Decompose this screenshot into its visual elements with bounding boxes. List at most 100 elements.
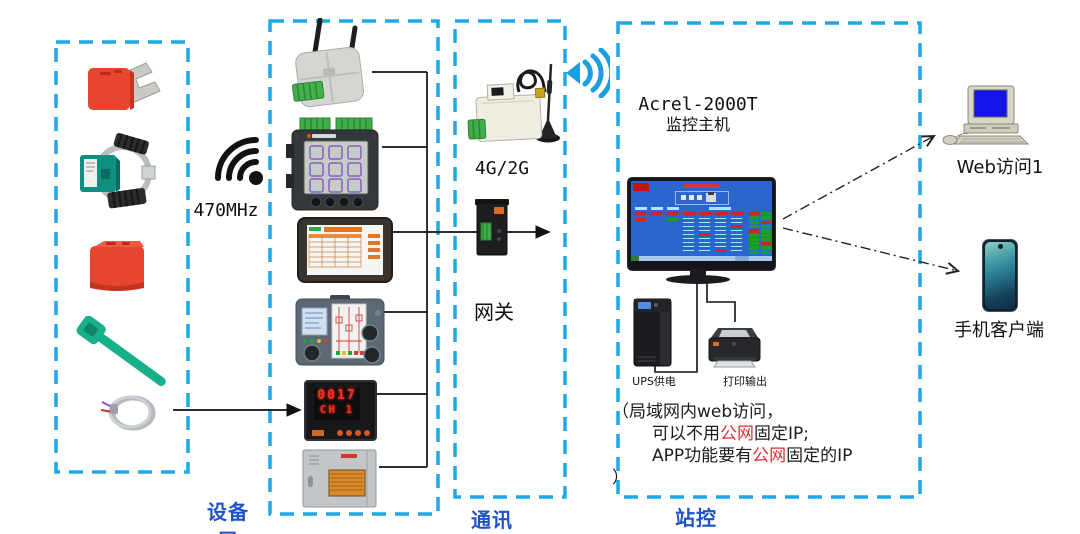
- scada-pixel: [715, 230, 726, 232]
- cable-tie-sensor: [76, 316, 166, 386]
- cellular-label: 4G/2G: [474, 158, 530, 179]
- host-title: Acrel-2000T: [638, 94, 758, 115]
- scada-pixel: [731, 230, 742, 232]
- ups-tower: [633, 298, 672, 367]
- scada-pixel: [749, 229, 759, 233]
- scada-pixel: [667, 207, 679, 210]
- note-line3: APP功能要有公网固定的IP: [652, 446, 853, 466]
- scada-pixel: [699, 230, 710, 232]
- ups-label: UPS供电: [632, 375, 676, 388]
- scada-pixel: [699, 242, 710, 244]
- scada-pixel: [635, 212, 646, 215]
- wall-mounted-monitor-box: [302, 449, 377, 508]
- scada-pixel: [699, 233, 710, 236]
- device-layer-box: [54, 40, 190, 474]
- note-line2: 可以不用公网固定IP;: [652, 424, 809, 444]
- scada-pixel: [761, 233, 771, 237]
- scada-pixel: [697, 195, 702, 200]
- scada-pixel: [683, 246, 694, 248]
- scada-pixel: [706, 193, 716, 202]
- clamp-ct-sensor: [80, 133, 156, 209]
- scada-pixel: [715, 246, 726, 248]
- smartphone-screen: [985, 242, 1015, 309]
- scada-pixel: [681, 195, 686, 200]
- scada-pixel: [731, 238, 742, 240]
- wifi-signal-blue-icon: [566, 48, 610, 98]
- scada-pixel: [715, 238, 726, 240]
- scada-pixel: [715, 212, 728, 215]
- temperature-probe-coil: [100, 395, 156, 431]
- multifunction-power-meter: [286, 117, 379, 211]
- scada-pixel: [715, 218, 726, 220]
- scada-pixel: [715, 222, 726, 224]
- scada-pixel: [699, 222, 710, 224]
- scada-pixel: [631, 256, 639, 261]
- scada-pixel: [761, 216, 771, 220]
- web-client-label: Web访问1: [956, 157, 1044, 178]
- scada-pixel: [651, 207, 663, 210]
- device-layer-label: 设备层: [207, 500, 249, 534]
- smartphone-camera: [998, 244, 1003, 249]
- scada-pixel: [683, 184, 719, 188]
- scada-pixel: [749, 242, 759, 246]
- scada-pixel: [699, 246, 710, 248]
- freq-label: 470MHz: [193, 200, 259, 221]
- scada-pixel: [699, 250, 710, 252]
- scada-pixel: [635, 207, 647, 210]
- comm-layer-box: [453, 19, 567, 499]
- scada-screen: [631, 181, 772, 261]
- scada-pixel: [731, 212, 744, 215]
- scada-pixel: [683, 238, 694, 240]
- station-layer-box: [616, 21, 922, 499]
- edge-gateway-module: [475, 199, 509, 256]
- scada-pixel: [683, 226, 694, 228]
- scada-pixel: [683, 230, 694, 232]
- scada-pixel: [731, 222, 742, 224]
- host-peripheral-lines: [654, 283, 736, 373]
- scada-pixel: [749, 237, 759, 242]
- meter-group-box: [268, 19, 440, 516]
- scada-pixel: [735, 256, 749, 261]
- wifi-470mhz-icon: [215, 137, 263, 185]
- scada-pixel: [709, 207, 731, 210]
- access-note: （局域网内web访问， 可以不用公网固定IP; APP功能要有公网固定的IP ）: [612, 401, 912, 489]
- host-subtitle: 监控主机: [665, 115, 730, 134]
- scada-pixel: [715, 242, 726, 244]
- scada-pixel: [749, 233, 759, 237]
- scada-pixel: [761, 220, 771, 224]
- scada-pixel: [683, 222, 694, 224]
- scada-pixel: [633, 183, 649, 191]
- gateway-label: 网关: [474, 300, 514, 324]
- wireless-gateway-device: [292, 18, 365, 108]
- scada-pixel: [749, 250, 759, 255]
- smartphone: [982, 239, 1018, 312]
- meter-buttons: [337, 430, 371, 436]
- led-line2: CH 1: [319, 403, 355, 416]
- scada-pixel: [699, 218, 710, 220]
- station-layer-label: 站控层: [675, 506, 717, 530]
- monitor-base: [666, 275, 730, 284]
- scada-pixel: [749, 212, 759, 216]
- scada-pixel: [699, 212, 712, 215]
- touchscreen-display: [297, 217, 393, 283]
- scada-pixel: [683, 234, 694, 236]
- scada-pixel: [731, 246, 742, 248]
- note-line4: ）: [612, 468, 629, 488]
- scada-pixel: [749, 224, 759, 229]
- scada-pixel: [708, 192, 714, 195]
- scada-pixel: [731, 234, 742, 236]
- scada-pixel: [715, 234, 726, 236]
- desktop-computer: [942, 85, 1030, 145]
- scada-pixel: [761, 246, 771, 250]
- led-line1: 0017: [317, 388, 357, 403]
- cellular-4g-module: [467, 63, 560, 143]
- scada-pixel: [761, 229, 771, 233]
- client-links: [782, 134, 961, 275]
- scada-pixel: [689, 195, 694, 200]
- scada-pixel: [667, 212, 678, 215]
- scada-pixel: [749, 216, 759, 220]
- mobile-client-label: 手机客户端: [954, 320, 1044, 341]
- scada-pixel: [683, 250, 694, 252]
- scada-pixel: [761, 242, 771, 246]
